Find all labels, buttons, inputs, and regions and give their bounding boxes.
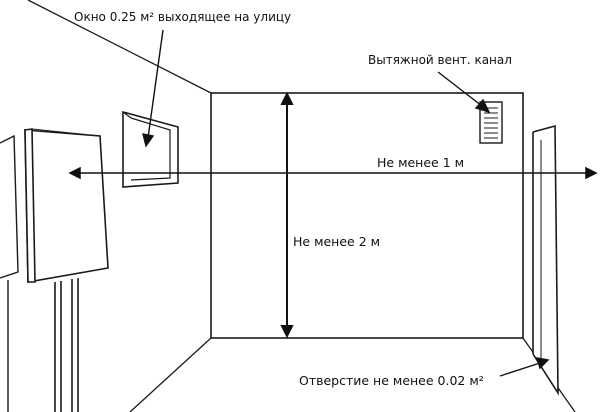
left-edge-unit [0,134,19,412]
window-label: Окно 0.25 м² выходящее на улицу [74,10,292,24]
opening-pointer [499,357,550,377]
height-dimension-arrow [280,91,294,339]
vent-pointer [437,71,491,114]
boiler-unit [24,128,109,412]
min-width-label: Не менее 1 м [377,155,465,170]
back-wall [210,92,524,339]
window-pointer [142,29,164,148]
door [532,124,559,396]
ceiling-edge-left [27,0,212,94]
vent-label: Вытяжной вент. канал [368,53,512,67]
width-dimension-arrow [68,166,598,180]
floor-edge-left [129,337,212,412]
min-height-label: Не менее 2 м [293,234,381,249]
opening-label: Отверстие не менее 0.02 м² [299,373,484,388]
